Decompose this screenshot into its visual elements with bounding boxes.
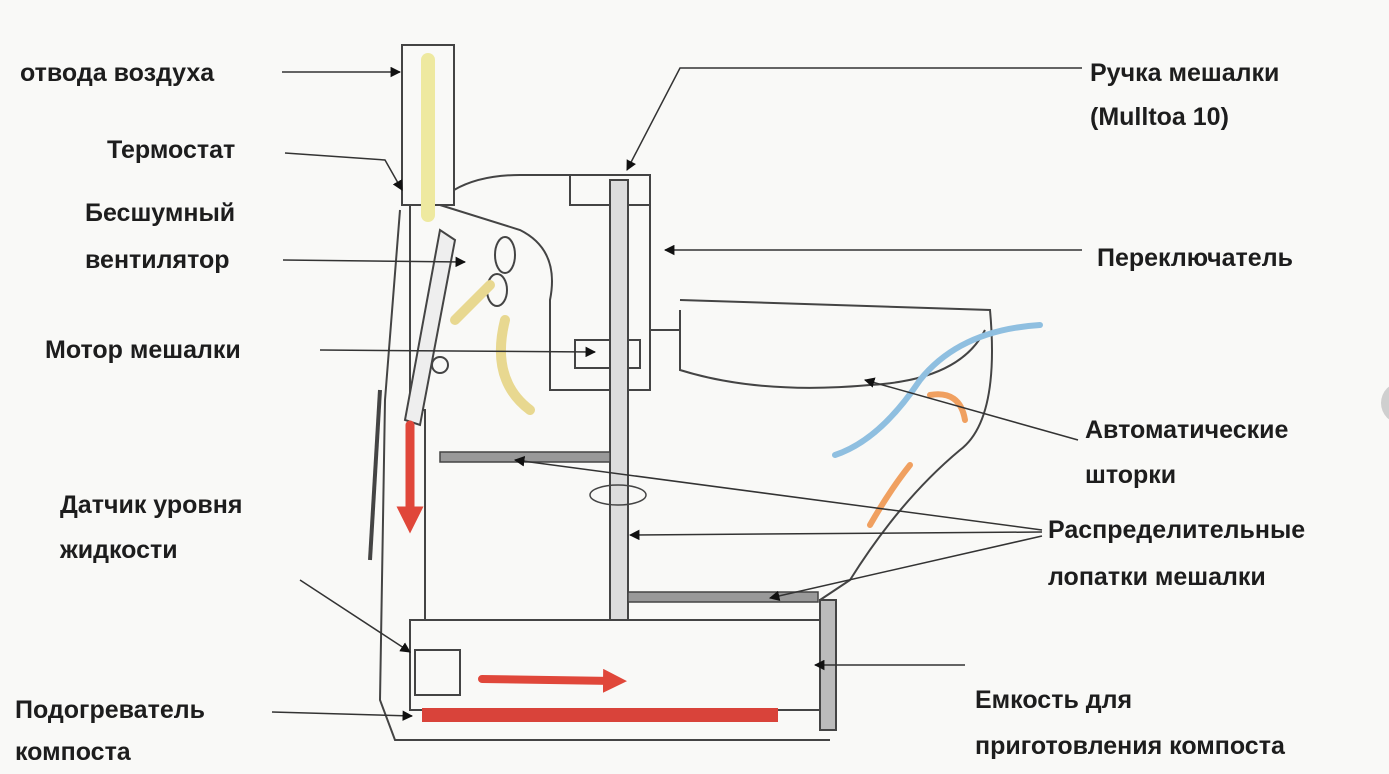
label-level-sensor-line1: Датчик уровня xyxy=(60,491,243,519)
label-shutters-line2: шторки xyxy=(1085,461,1177,489)
label-tank-line1: Емкость для xyxy=(975,686,1133,714)
next-image-button[interactable] xyxy=(1381,382,1389,424)
heater-element xyxy=(422,708,778,722)
label-fan-line1: Бесшумный xyxy=(85,199,236,227)
label-handle-line2: (Mulltoa 10) xyxy=(1090,103,1229,131)
label-air-outlet: отвода воздуха xyxy=(20,59,215,87)
label-blades-line2: лопатки мешалки xyxy=(1048,563,1266,591)
label-shutters-line1: Автоматические xyxy=(1085,416,1289,444)
label-heater-line1: Подогреватель xyxy=(15,696,205,724)
compost-tank xyxy=(409,619,821,711)
label-tank-line2: приготовления компоста xyxy=(975,732,1285,760)
label-heater-line2: компоста xyxy=(15,738,131,766)
label-switch: Переключатель xyxy=(1097,244,1293,272)
pointer-lines xyxy=(271,66,1082,721)
label-fan-line2: вентилятор xyxy=(85,246,230,274)
toilet-structure xyxy=(368,44,993,741)
label-blades-line1: Распределительные xyxy=(1048,516,1306,544)
label-mixer-motor: Мотор мешалки xyxy=(45,336,241,364)
mixer-motor-box xyxy=(574,339,641,369)
label-handle-line1: Ручка мешалки xyxy=(1090,59,1280,87)
mixer-shaft xyxy=(609,179,629,621)
label-thermostat: Термостат xyxy=(107,136,236,164)
label-level-sensor-line2: жидкости xyxy=(60,536,178,564)
flow-arrows xyxy=(396,53,1043,722)
